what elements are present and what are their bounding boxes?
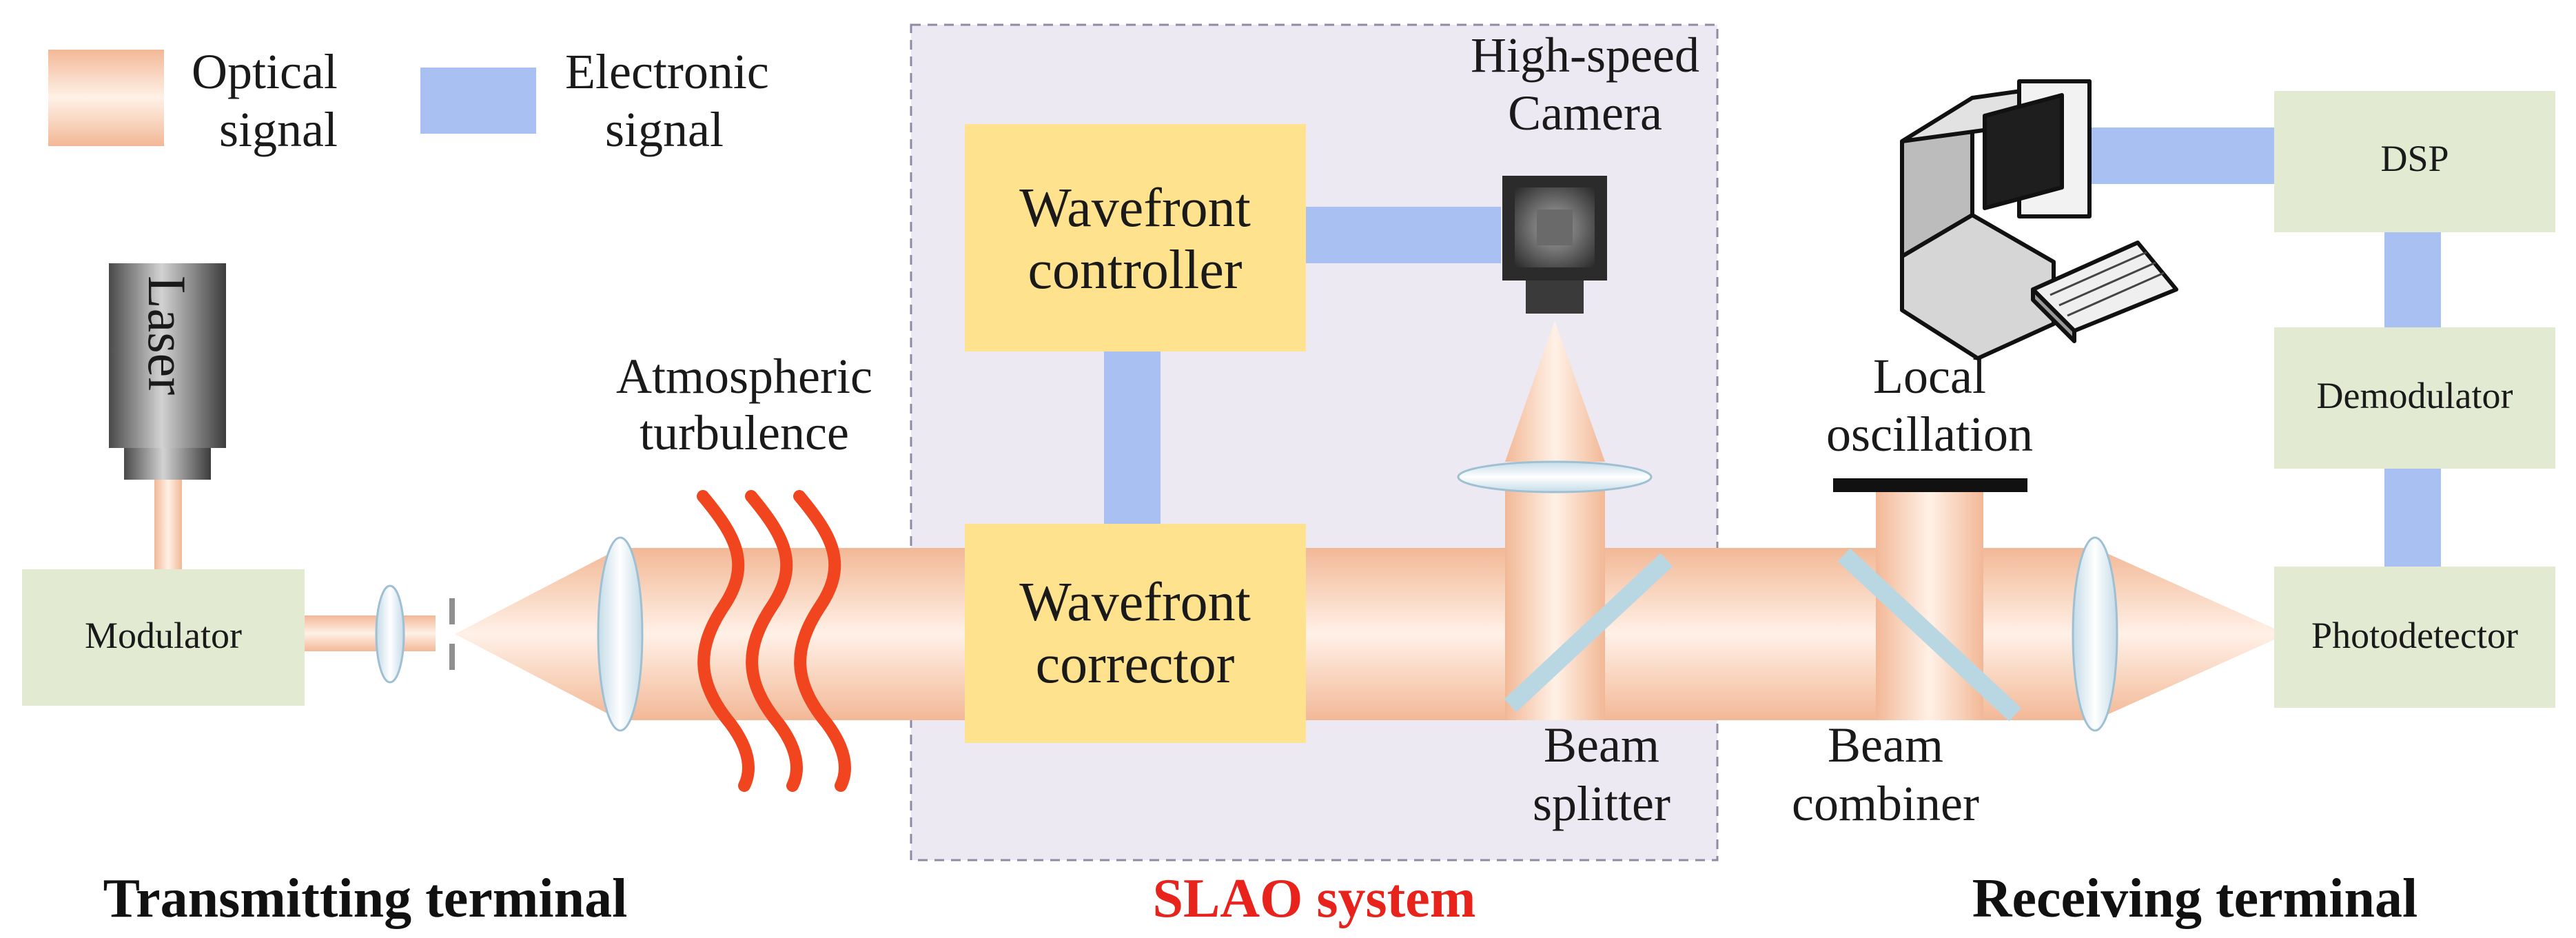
- slao-system-label: SLAO system: [1153, 868, 1476, 929]
- beam-splitter-label-line1: Beam: [1544, 717, 1659, 773]
- photodetector-label: Photodetector: [2311, 615, 2518, 656]
- legend-electronic-line1: Electronic: [565, 44, 769, 99]
- modulator-box: [22, 569, 305, 706]
- key-row-1: [2049, 251, 2147, 296]
- link-controller-corrector: [1104, 348, 1161, 527]
- local-oscillation-label-line1: Local: [1873, 349, 1986, 404]
- laser-label: Laser: [137, 276, 197, 395]
- camera-lens: [1457, 460, 1653, 493]
- beam-combiner: [1837, 548, 2022, 722]
- wavefront-corrector-line1: Wavefront: [1019, 572, 1251, 633]
- wavefront-controller-line2: controller: [1028, 240, 1243, 300]
- beam-to-camera: [1505, 482, 1605, 720]
- keyboard-keys: [2049, 251, 2165, 317]
- computer-icon: [1900, 79, 2178, 360]
- wavefront-controller-line1: Wavefront: [1019, 178, 1251, 238]
- receiving-lens: [2072, 536, 2118, 732]
- demodulator-label: Demodulator: [2317, 375, 2513, 416]
- camera-label-line2: Camera: [1508, 85, 1662, 141]
- beam-splitter: [1504, 553, 1673, 713]
- small-lens: [375, 584, 405, 684]
- beam-combiner-label-line1: Beam: [1828, 717, 1943, 773]
- beam-focusing-cone: [2095, 548, 2287, 720]
- wavefront-controller-box: [965, 124, 1306, 351]
- transmitting-terminal-label: Transmitting terminal: [103, 868, 628, 929]
- photodetector-box: [2274, 567, 2555, 708]
- camera-icon: [1502, 176, 1607, 314]
- link-computer-dsp: [2088, 128, 2280, 184]
- key-row-3: [2067, 272, 2165, 317]
- beam-laser-modulator: [154, 476, 182, 572]
- legend-optical-swatch: [48, 50, 164, 146]
- local-oscillation-label-line2: oscillation: [1826, 407, 2033, 462]
- receiving-terminal-label: Receiving terminal: [1972, 868, 2417, 929]
- laser-base: [124, 448, 211, 480]
- camera-mount: [1526, 281, 1584, 314]
- turbulence-wave-2: [745, 490, 803, 792]
- dsp-box: [2274, 91, 2555, 232]
- key-row-2: [2058, 261, 2156, 307]
- beam-modulator-out: [305, 615, 436, 651]
- beam-expanding-cone: [455, 548, 620, 720]
- link-controller-camera: [1294, 207, 1501, 263]
- turbulence-label-line2: turbulence: [640, 405, 849, 460]
- laser-body: [109, 263, 226, 448]
- turbulence-waves: [697, 490, 851, 792]
- legend-electronic-swatch: [420, 68, 536, 134]
- link-demodulator-photodetector: [2384, 469, 2441, 569]
- wavefront-corrector-box: [965, 524, 1306, 743]
- modulator-label: Modulator: [85, 615, 242, 656]
- beam-splitter-label-line2: splitter: [1533, 776, 1670, 831]
- beam-combiner-label-line2: combiner: [1792, 776, 1979, 831]
- legend-optical-line1: Optical: [192, 44, 338, 99]
- main-beam: [620, 548, 2095, 720]
- demodulator-box: [2274, 327, 2555, 469]
- link-dsp-demodulator: [2384, 231, 2441, 327]
- legend-electronic-line2: signal: [605, 102, 724, 157]
- camera-label-line1: High-speed: [1471, 28, 1699, 83]
- turbulence-label-line1: Atmospheric: [616, 349, 872, 404]
- turbulence-wave-3: [793, 490, 851, 792]
- monitor-screen: [1983, 93, 2064, 210]
- wavefront-corrector-line2: corrector: [1036, 634, 1235, 695]
- camera-focus-cone: [1505, 320, 1605, 462]
- camera-sensor-inner: [1537, 210, 1573, 245]
- turbulence-wave-1: [697, 490, 755, 792]
- tower-body: [1900, 213, 2056, 360]
- legend-optical-line2: signal: [219, 102, 338, 157]
- local-oscillator-source: [1833, 478, 2027, 492]
- keyboard-front: [2031, 287, 2076, 343]
- collimating-lens: [597, 536, 644, 732]
- dsp-label: DSP: [2380, 138, 2449, 179]
